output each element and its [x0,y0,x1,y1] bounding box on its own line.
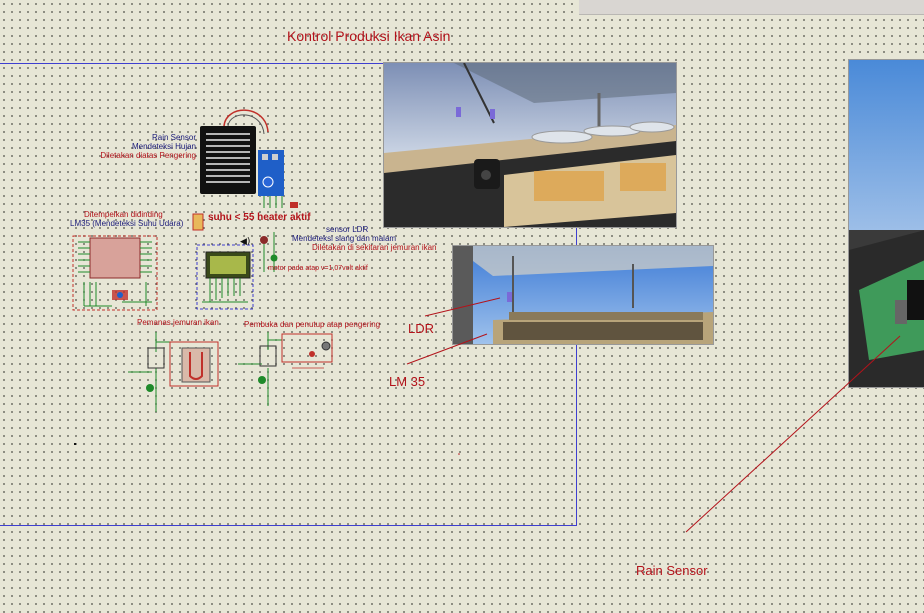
microcontroller-module[interactable] [72,232,160,312]
window-top-strip [579,0,924,15]
rain-sensor-text-block: Rain Sensor Mendeteksi Hujan Diletakan d… [96,133,196,160]
stray-dot [74,443,76,445]
svg-text:◀): ◀) [240,237,250,247]
callout-rain-sensor: Rain Sensor [636,563,708,578]
rain-sensor-placement: Diletakan diatas Pengering [100,151,196,160]
lm35-title: LM35 (Mendeteksi Suhu Udara) [70,219,184,228]
callout-ldr: LDR [408,321,435,336]
lm35-text-block: Ditempelkan didinding LM35 (Mendeteksi S… [70,210,183,228]
heater-circuit-label: Pemanas jemuran ikan [137,318,219,327]
rain-sensor-desc: Mendeteksi Hujan [131,142,196,151]
page-title: Kontrol Produksi Ikan Asin [287,28,451,44]
lm35-placement: Ditempelkan didinding [84,210,163,219]
render-rain-sensor-closeup [848,59,924,388]
rain-sensor-title: Rain Sensor [151,133,196,142]
ldr-text-block: sensor LDR Mendeteksi siang dan malam Di… [288,225,437,252]
lcd-display-module[interactable] [196,244,256,312]
ldr-sensor-symbol[interactable]: ◀) [240,232,286,274]
rain-sensor-component[interactable] [196,104,306,214]
roof-circuit-label: Pembuka dan penutup atap pengering [244,320,381,329]
render-dryer-wide [452,245,714,345]
motor-voltage-note: motor pada atap v=1,07volt aktif [268,265,368,272]
ldr-placement: Diletakan di sekitaran jemuran ikan [312,243,437,252]
ldr-title: sensor LDR [326,225,369,234]
callout-lm35: LM 35 [389,374,426,389]
roof-motor-circuit[interactable] [236,328,336,410]
render-dryer-closeup [383,62,677,228]
heater-circuit[interactable] [124,328,224,418]
ldr-desc: Mendeteksi siang dan malam [292,234,397,243]
heater-relay-icon [192,213,204,231]
heater-threshold-note: suhu < 55 heater aktif [208,212,311,223]
